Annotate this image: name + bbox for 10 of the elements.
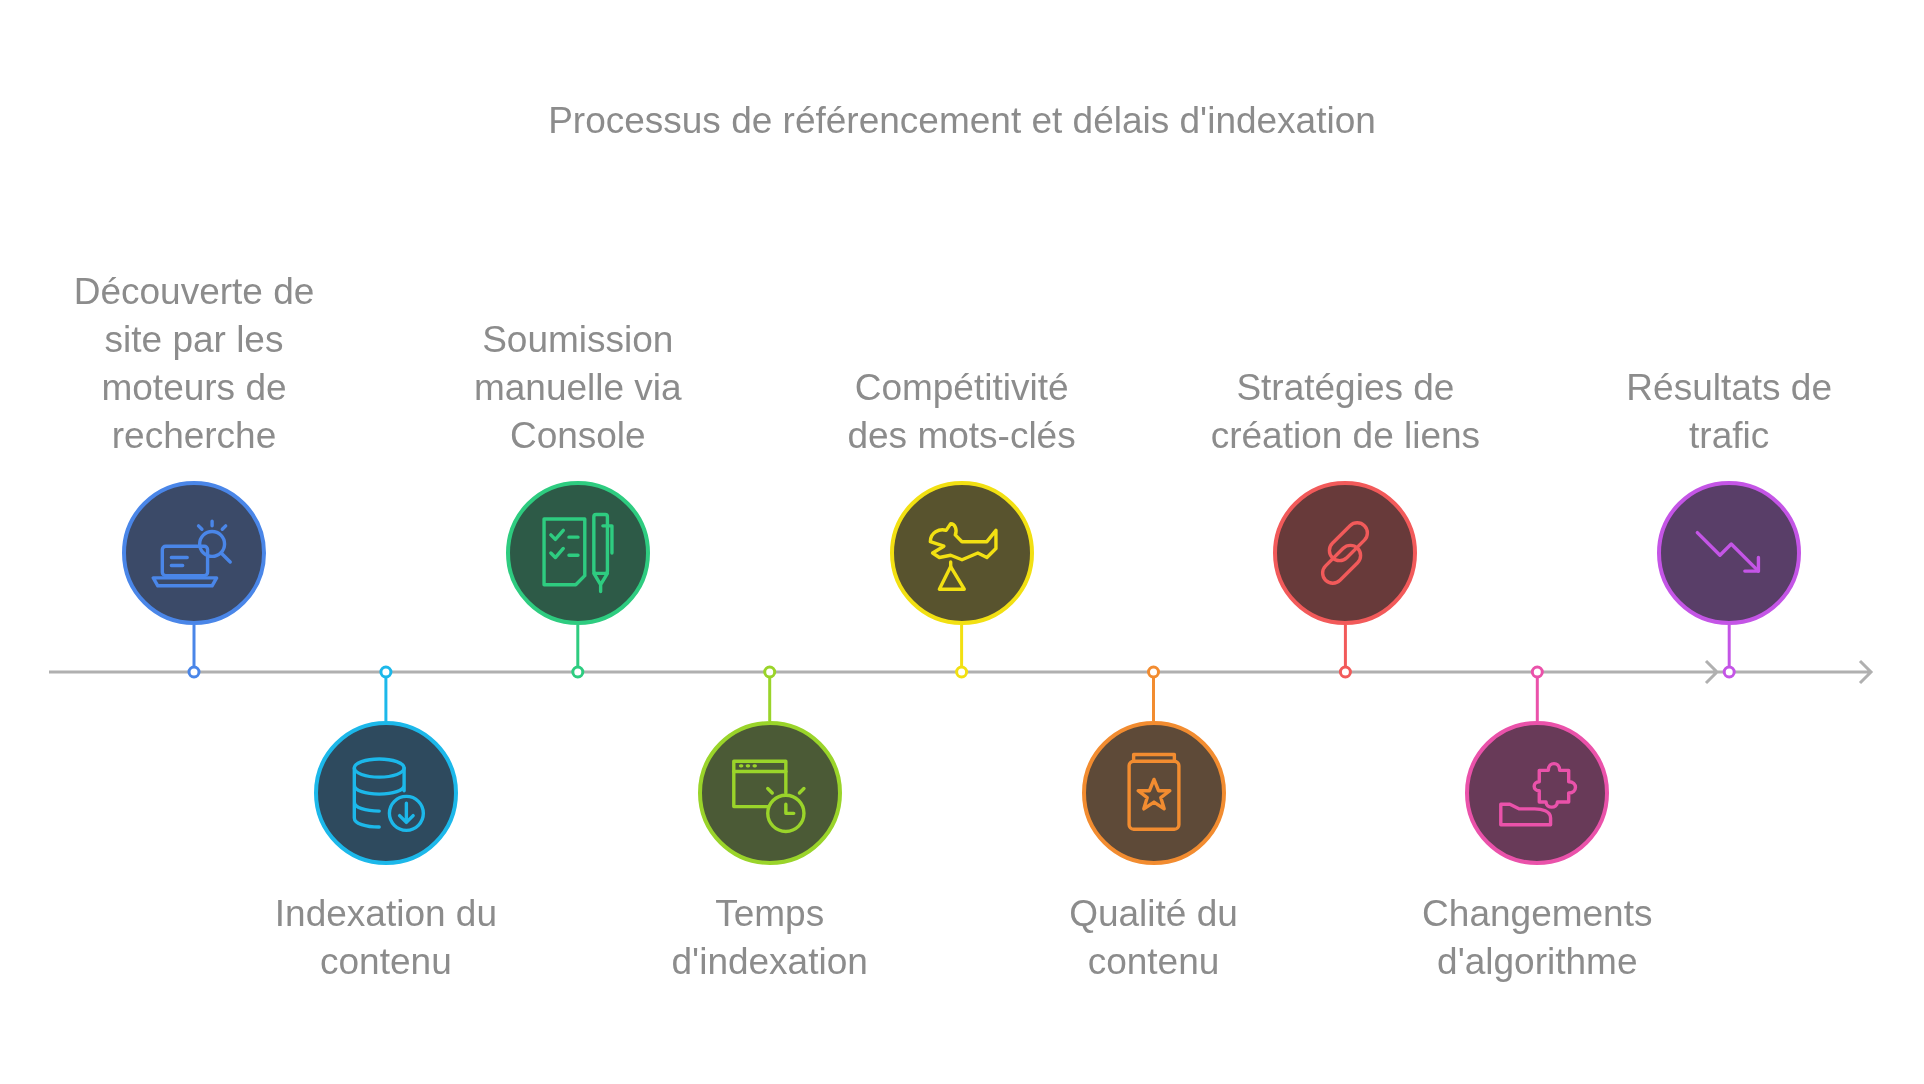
event-label: Changements d'algorithme	[1421, 892, 1654, 984]
event-label: Compétitivité des mots-clés	[846, 366, 1077, 458]
event-label: Résultats de trafic	[1625, 366, 1833, 458]
event-label: Indexation du contenu	[273, 892, 498, 984]
event-label: Temps d'indexation	[670, 892, 869, 984]
diagram-title: Processus de référencement et délais d'indexation	[547, 100, 1377, 142]
event-label: Soumission manuelle via Console	[472, 318, 683, 458]
event-label: Stratégies de création de liens	[1210, 366, 1481, 458]
event-label: Qualité du contenu	[1068, 892, 1239, 984]
event-label: Découverte de site par les moteurs de recherche	[72, 270, 316, 458]
